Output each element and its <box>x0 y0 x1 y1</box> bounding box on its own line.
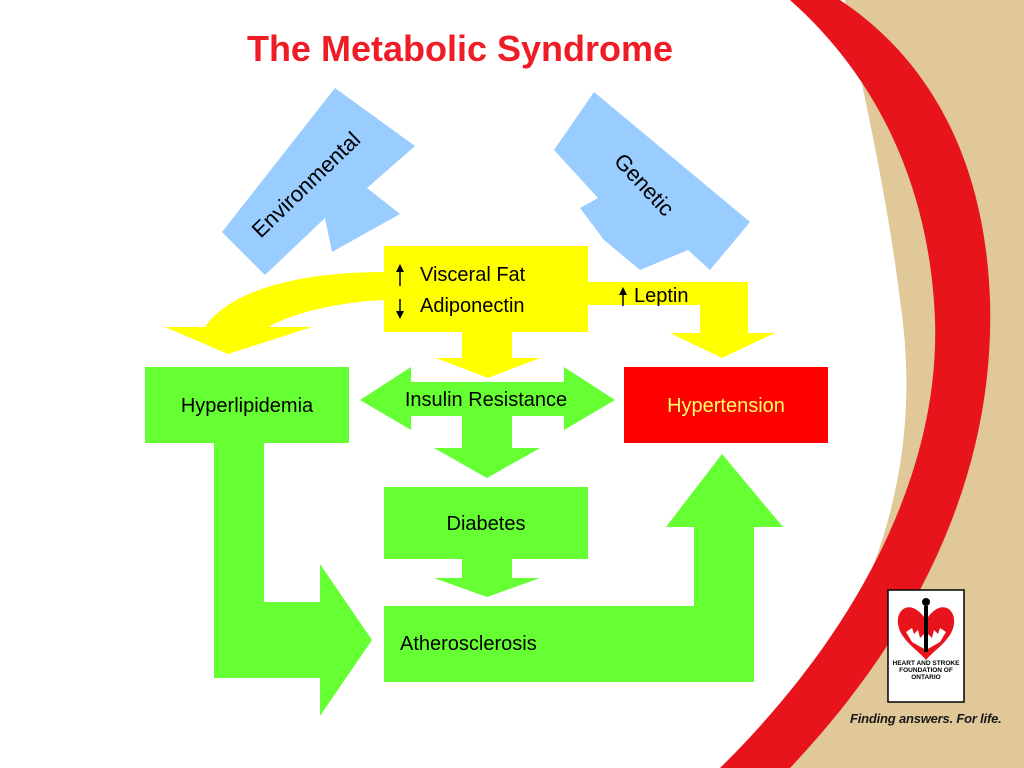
diabetes-box <box>384 487 588 559</box>
green-up-arrow-right <box>666 454 783 606</box>
atherosclerosis-box <box>384 606 754 682</box>
leptin-label: Leptin <box>634 285 689 307</box>
yellow-down-arrow <box>436 332 540 378</box>
slide-title: The Metabolic Syndrome <box>246 28 674 69</box>
logo-text: HEART AND STROKE FOUNDATION OF ONTARIO <box>892 660 960 681</box>
yellow-left-curve-arrow <box>165 272 384 354</box>
green-down-arrow-1 <box>434 416 540 478</box>
visceral-fat-up-arrow-icon <box>396 264 404 286</box>
insulin-resistance-arrow <box>360 367 615 430</box>
red-swoosh <box>720 0 991 768</box>
insulin-resistance-label: Insulin Resistance <box>404 389 568 411</box>
adiponectin-down-arrow-icon <box>396 299 404 319</box>
hyperlipidemia-box <box>145 367 349 443</box>
atherosclerosis-label: Atherosclerosis <box>400 633 537 655</box>
green-down-arrow-2 <box>434 559 540 597</box>
diabetes-label: Diabetes <box>446 513 526 535</box>
hypertension-label: Hypertension <box>667 395 785 417</box>
hypertension-box <box>624 367 828 443</box>
green-elbow-arrow-left <box>214 443 372 716</box>
hyperlipidemia-label: Hyperlipidemia <box>180 395 314 417</box>
adiponectin-label: Adiponectin <box>420 295 525 317</box>
tagline: Finding answers. For life. <box>850 711 1002 726</box>
visceral-fat-label: Visceral Fat <box>420 264 526 286</box>
heart-and-stroke-logo <box>887 589 965 703</box>
visceral-fat-box <box>384 246 588 332</box>
leptin-up-arrow-icon <box>619 287 627 306</box>
yellow-right-arrow <box>588 282 775 358</box>
environmental-arrow <box>222 88 415 275</box>
genetic-arrow <box>554 92 750 270</box>
